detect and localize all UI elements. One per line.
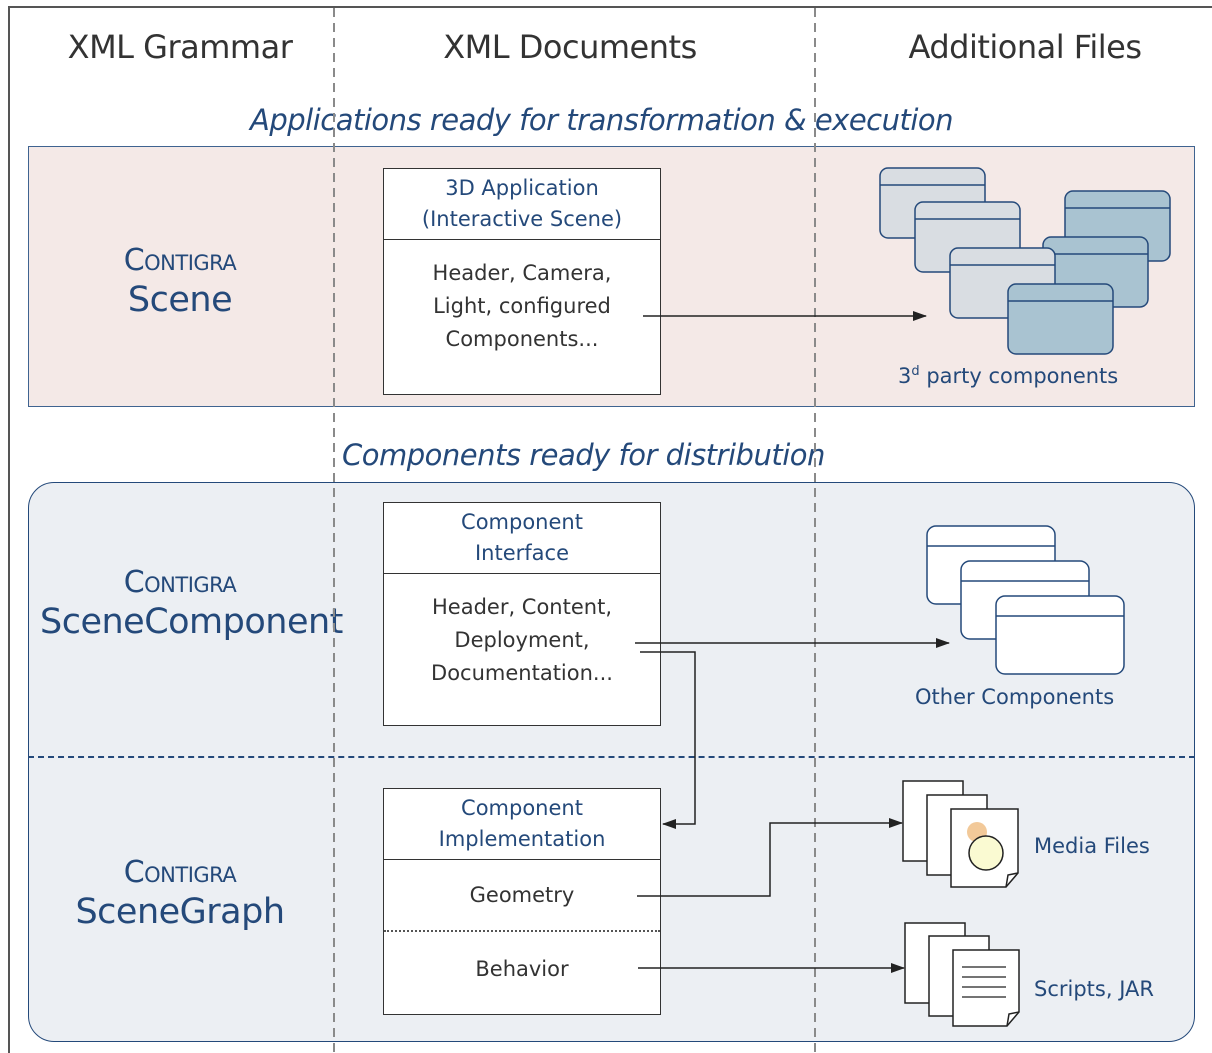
doc-title-line: Interface xyxy=(474,541,570,565)
doc-component-interface: Component Interface Header, Content, Dep… xyxy=(383,502,661,726)
grammar-scenegraph: Contigra SceneGraph xyxy=(40,856,320,934)
doc-component-implementation: Component Implementation Geometry Behavi… xyxy=(383,788,661,1015)
third-party-text: party components xyxy=(919,364,1119,388)
heading-applications: Applications ready for transformation & … xyxy=(250,103,954,137)
component-band-divider xyxy=(28,756,1195,758)
doc-title-line: Component xyxy=(461,796,583,820)
doc-3d-application-title: 3D Application (Interactive Scene) xyxy=(384,169,660,240)
doc-section-behavior: Behavior xyxy=(475,957,569,981)
diagram-frame xyxy=(8,6,1212,1053)
doc-component-interface-title: Component Interface xyxy=(384,503,660,574)
arrow-interface-to-implementation xyxy=(640,651,696,829)
doc-3d-application: 3D Application (Interactive Scene) Heade… xyxy=(383,168,661,395)
grammar-scenegraph-prefix: Contigra xyxy=(123,855,237,890)
grammar-scenecomponent: Contigra SceneComponent xyxy=(40,565,343,644)
other-component-window-icon xyxy=(995,595,1125,675)
arrow-geometry-to-media xyxy=(637,818,903,897)
grammar-scenecomponent-name: SceneComponent xyxy=(40,602,343,642)
doc-title-line: Implementation xyxy=(438,827,606,851)
third-party-number: 3 xyxy=(898,364,912,388)
script-file-icon xyxy=(904,922,1020,1027)
doc-component-interface-body: Header, Content, Deployment, Documentati… xyxy=(384,574,660,690)
third-party-superscript: d xyxy=(911,364,920,379)
label-media-files: Media Files xyxy=(1034,834,1150,858)
grammar-scene-prefix: Contigra xyxy=(123,243,237,278)
grammar-scenecomponent-prefix: Contigra xyxy=(123,565,237,600)
media-file-icon xyxy=(902,780,1019,888)
column-header-additional-files: Additional Files xyxy=(908,28,1142,66)
doc-body-line: Components... xyxy=(445,327,599,351)
doc-3d-application-body: Header, Camera, Light, configured Compon… xyxy=(384,240,660,356)
doc-title-line: Component xyxy=(461,510,583,534)
doc-section-geometry: Geometry xyxy=(384,860,660,932)
label-third-party-components: 3d party components xyxy=(898,364,1118,388)
column-header-xml-grammar: XML Grammar xyxy=(67,28,293,66)
doc-title-line: 3D Application xyxy=(445,176,599,200)
grammar-scene: Contigra Scene xyxy=(40,244,320,322)
grammar-scene-name: Scene xyxy=(127,280,233,320)
doc-body-line: Header, Camera, xyxy=(432,261,612,285)
heading-components: Components ready for distribution xyxy=(342,438,825,472)
doc-body-line: Header, Content, xyxy=(431,595,612,619)
doc-body-line: Deployment, xyxy=(454,628,590,652)
third-party-window-icon xyxy=(1007,283,1114,355)
grammar-scenegraph-name: SceneGraph xyxy=(75,892,285,932)
label-scripts-jar: Scripts, JAR xyxy=(1034,977,1154,1001)
column-header-xml-documents: XML Documents xyxy=(443,28,697,66)
doc-body-line: Documentation... xyxy=(431,661,613,685)
label-other-components: Other Components xyxy=(915,685,1115,709)
doc-component-implementation-title: Component Implementation xyxy=(384,789,660,860)
doc-title-line: (Interactive Scene) xyxy=(421,207,623,231)
doc-body-line: Light, configured xyxy=(433,294,611,318)
